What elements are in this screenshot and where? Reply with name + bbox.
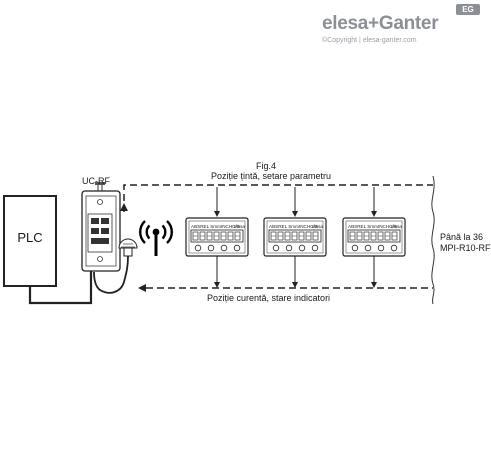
unit-label: UC-RF: [82, 176, 110, 186]
antenna-icon: [139, 220, 173, 256]
arrow-up-icon: [120, 203, 128, 211]
indicator-button: [311, 244, 319, 252]
rf-antenna-module: [93, 238, 138, 294]
plc-label: PLC: [17, 230, 43, 245]
indicator-button: [351, 244, 359, 252]
plc-cable: [28, 270, 93, 305]
top-signal-line: [123, 184, 433, 212]
brand-badge: EG: [456, 4, 480, 15]
indicator-header: ABSREL SmmINCHC/S: [191, 224, 240, 229]
arrow-down-icon: [138, 284, 146, 292]
indicator-brand: elesa: [391, 224, 402, 229]
indicator-button: [207, 244, 215, 252]
indicator-button: [220, 244, 228, 252]
brand-logo: elesa+Ganter: [322, 13, 439, 34]
figure-caption: Fig.4: [256, 161, 277, 171]
range-label-line2: MPI-R10-RF: [440, 243, 491, 253]
indicator-button: [364, 244, 372, 252]
indicator-button: [272, 244, 280, 252]
indicator-button: [194, 244, 202, 252]
indicator-button: [285, 244, 293, 252]
indicator-brand: elesa: [312, 224, 323, 229]
uc-rf-unit: [81, 182, 121, 272]
top-label: Poziție țintă, setare parametru: [211, 171, 332, 181]
range-label-line1: Până la 36: [440, 232, 484, 242]
break-line: [431, 175, 435, 305]
indicator-button: [390, 244, 398, 252]
bottom-label: Poziție curentă, stare indicatori: [207, 293, 331, 303]
indicator-button: [298, 244, 306, 252]
indicator-button: [377, 244, 385, 252]
brand-copyright: ©Copyright | elesa-ganter.com: [322, 37, 417, 44]
indicator-header: ABSREL SmmINCHC/S: [269, 224, 318, 229]
indicator-brand: elesa: [234, 224, 245, 229]
indicator-header: ABSREL SmmINCHC/S: [348, 224, 397, 229]
indicator-button: [233, 244, 241, 252]
